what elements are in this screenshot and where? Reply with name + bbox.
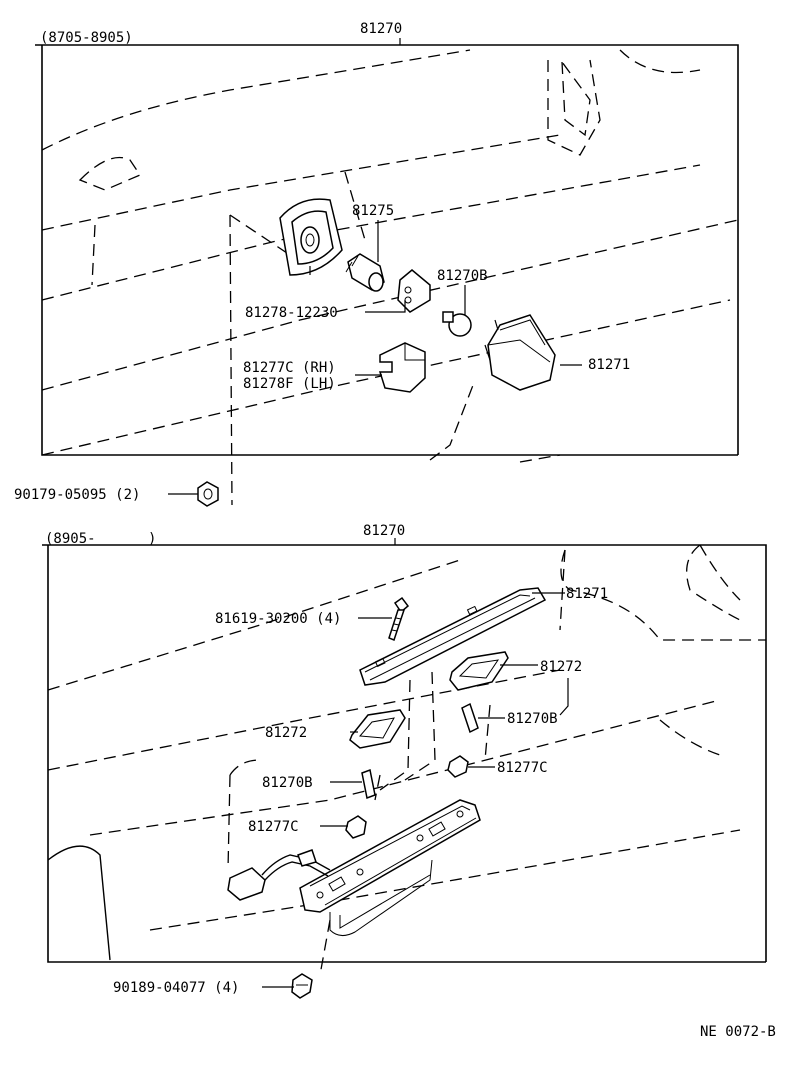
figure-code: NE 0072-B <box>700 1024 776 1040</box>
wire-harness <box>227 849 331 901</box>
label-81277c-rh: 81277C (RH) <box>243 360 336 376</box>
bottom-body-outline <box>47 544 766 976</box>
bottom-assembly-number: 81270 <box>363 523 405 539</box>
label-81275: 81275 <box>352 203 394 219</box>
label-81277c-left: 81277C <box>248 819 299 835</box>
label-81270b-right: 81270B <box>507 711 558 727</box>
socket-81277c-left <box>345 815 367 839</box>
bottom-frame <box>42 544 767 962</box>
label-81272-right: 81272 <box>540 659 582 675</box>
nut-90179-05095 <box>197 481 219 507</box>
bottom-section: (8905- ) 81270 <box>42 523 767 999</box>
clip-90189-04077 <box>291 973 313 999</box>
label-81278-12230: 81278-12230 <box>245 305 338 321</box>
bottom-leader-lines <box>262 592 569 988</box>
top-frame <box>35 44 739 455</box>
bottom-date-range: (8905- <box>45 531 96 547</box>
screw-81619-30200 <box>388 596 410 641</box>
cover-81277c <box>378 342 426 393</box>
label-81277c-right: 81277C <box>497 760 548 776</box>
label-81619-30200: 81619-30200 (4) <box>215 611 341 627</box>
label-81271-top: 81271 <box>588 357 630 373</box>
label-81270b-left: 81270B <box>262 775 313 791</box>
label-81271-bottom: 81271 <box>566 586 608 602</box>
lamp-base-housing <box>299 799 481 936</box>
lamp-housing-81278 <box>279 198 343 276</box>
bulb-81270b-right <box>461 702 479 734</box>
lens-81271 <box>484 314 556 391</box>
plate-81278-12230 <box>397 269 431 313</box>
socket-81277c-right <box>447 755 469 778</box>
label-81270b-top: 81270B <box>437 268 488 284</box>
top-assembly-number: 81270 <box>360 21 402 37</box>
lamp-bar-81271 <box>359 587 547 686</box>
bottom-date-range-close: ) <box>148 531 156 547</box>
socket-81275 <box>345 253 385 292</box>
gasket-81272-left <box>349 709 406 749</box>
bulb-81270b-left <box>361 768 376 800</box>
top-section: (8705-8905) 81270 <box>14 21 739 507</box>
bulb-81270b <box>442 311 472 337</box>
label-81272-left: 81272 <box>265 725 307 741</box>
top-leader-lines <box>168 220 582 495</box>
label-81278f-lh: 81278F (LH) <box>243 376 336 392</box>
label-90179-05095: 90179-05095 (2) <box>14 487 140 503</box>
top-body-outline <box>41 49 739 506</box>
label-90189-04077: 90189-04077 (4) <box>113 980 239 996</box>
top-date-range: (8705-8905) <box>40 30 133 46</box>
gasket-81272-right <box>449 651 509 691</box>
